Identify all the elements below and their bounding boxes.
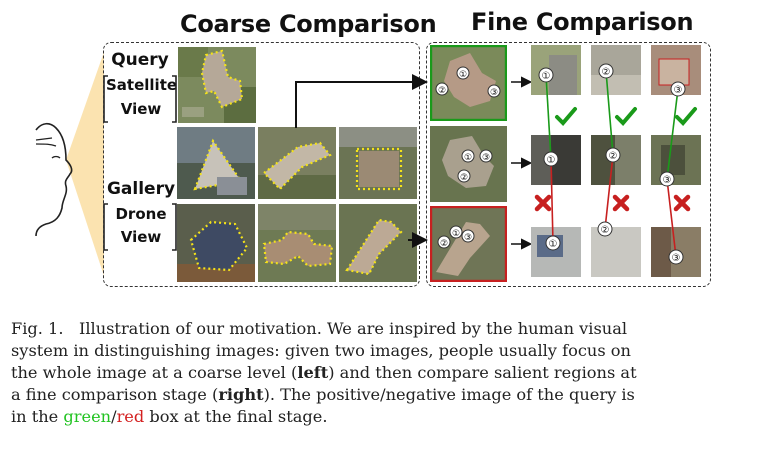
fine-comparison-title: Fine Comparison	[471, 8, 694, 36]
svg-text:①: ①	[549, 239, 558, 250]
svg-text:②: ②	[609, 151, 618, 162]
human-face-illustration	[35, 52, 104, 276]
check-icon	[675, 107, 697, 126]
fine-gallery-image-1: ① ② ③	[430, 126, 507, 202]
satellite-label: Satellite	[106, 76, 178, 94]
coarse-comparison-title: Coarse Comparison	[180, 10, 437, 38]
gallery-drone-image-1	[177, 127, 255, 199]
crop-arrows	[511, 76, 533, 250]
caption-line-2: system in distinguishing images: given t…	[11, 340, 747, 362]
figure-caption: Fig. 1. Illustration of our motivation. …	[11, 318, 747, 428]
svg-text:②: ②	[601, 225, 610, 236]
fine-comparison-panel	[426, 42, 711, 287]
gallery-drone-image-6	[339, 204, 417, 282]
gallery-drone-image-5	[258, 204, 336, 282]
query-label: Query	[111, 50, 169, 70]
svg-text:②: ②	[440, 239, 448, 249]
gallery-label: Gallery	[106, 179, 176, 199]
marker-1: ①	[459, 70, 467, 80]
svg-text:②: ②	[460, 173, 468, 183]
svg-text:①: ①	[464, 153, 472, 163]
caption-green-word: green	[63, 407, 112, 426]
caption-text-1: Illustration of our motivation. We are i…	[78, 319, 628, 338]
drone-brackets	[103, 203, 177, 251]
svg-text:③: ③	[464, 233, 472, 243]
cross-icon	[673, 194, 691, 212]
fine-gallery-image-2: ① ② ③	[430, 206, 507, 282]
svg-text:①: ①	[547, 155, 556, 166]
eye-icon	[51, 155, 61, 159]
query-arrow	[295, 74, 428, 128]
gaze-cone	[66, 52, 104, 276]
svg-text:①: ①	[452, 229, 460, 239]
query-satellite-image	[178, 47, 256, 123]
fine-crops-grid: ① ② ③ ① ② ③ ① ② ③	[531, 45, 701, 277]
caption-line-1: Fig. 1. Illustration of our motivation. …	[11, 318, 747, 340]
caption-line-5: in the green/red box at the final stage.	[11, 407, 328, 426]
coarse-comparison-panel	[103, 42, 420, 287]
caption-prefix: Fig. 1.	[11, 319, 64, 338]
caption-line-4: a fine comparison stage (right). The pos…	[11, 385, 635, 404]
marker-3: ③	[490, 88, 498, 98]
drone-label: Drone	[115, 205, 167, 223]
gallery-drone-image-4	[177, 204, 255, 282]
gallery-drone-image-2	[258, 127, 336, 199]
svg-text:②: ②	[602, 67, 611, 78]
cross-icon	[612, 194, 630, 212]
svg-text:③: ③	[672, 253, 681, 264]
cross-icon	[534, 194, 552, 212]
gallery-drone-image-3	[339, 127, 417, 199]
markers: ① ② ③	[435, 66, 501, 98]
svg-text:①: ①	[542, 71, 551, 82]
satellite-brackets	[103, 75, 177, 123]
connector-arrows	[295, 74, 428, 248]
marker-2: ②	[438, 86, 446, 96]
svg-text:③: ③	[663, 175, 672, 186]
svg-text:③: ③	[674, 85, 683, 96]
negative-crop-2	[591, 227, 641, 277]
drone-view-label: View	[120, 228, 162, 246]
caption-left-bold: left	[297, 363, 329, 382]
satellite-view-label: View	[120, 100, 162, 118]
face-outline	[35, 122, 73, 237]
caption-text-2: system in distinguishing images: given t…	[11, 341, 631, 360]
caption-right-bold: right	[218, 385, 264, 404]
caption-line-3: the whole image at a coarse level (left)…	[11, 363, 637, 382]
svg-text:③: ③	[482, 153, 490, 163]
check-icon	[555, 107, 577, 126]
caption-red-word: red	[116, 407, 145, 426]
check-icon	[615, 107, 637, 126]
fine-query-image: ① ② ③	[430, 45, 507, 121]
